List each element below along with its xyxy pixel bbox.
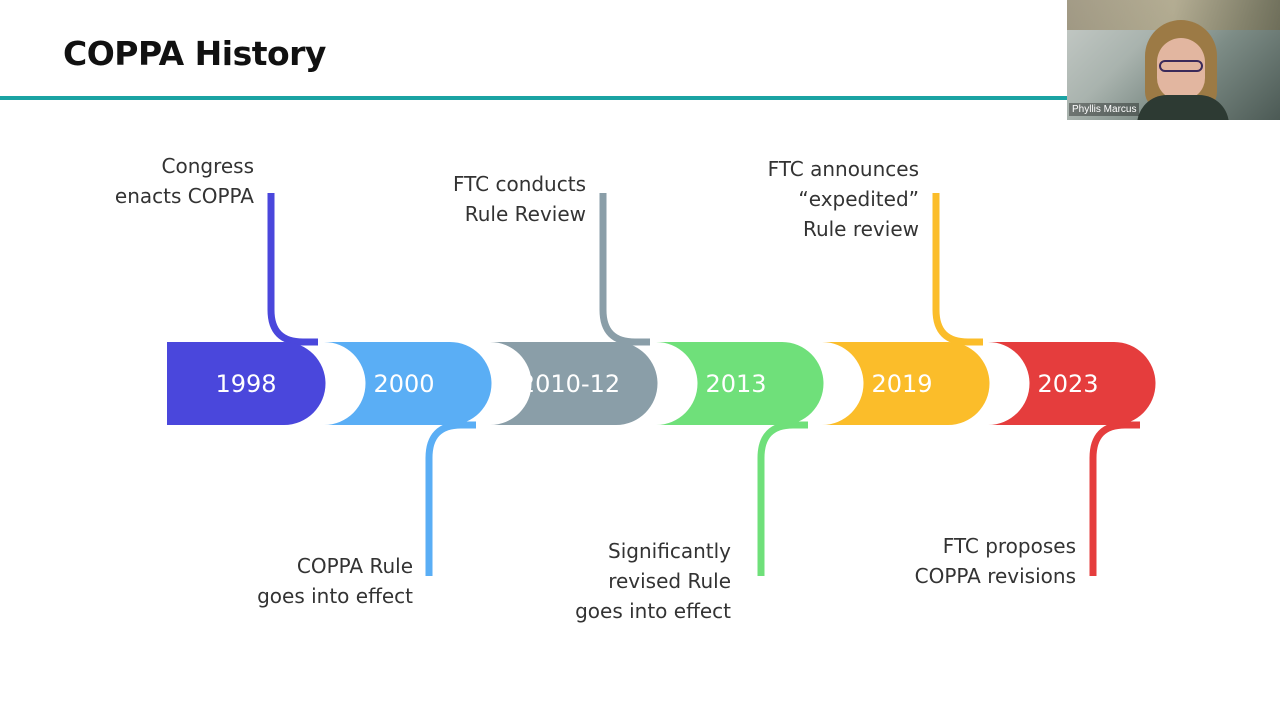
caption-line: revised Rule (608, 569, 731, 593)
caption-2019: FTC announces “expedited” Rule review (768, 154, 919, 244)
caption-line: goes into effect (575, 599, 731, 623)
caption-2010-12: FTC conducts Rule Review (453, 169, 586, 229)
caption-line: Significantly (608, 539, 731, 563)
connector-2013 (757, 421, 808, 576)
caption-line: enacts COPPA (114, 184, 254, 208)
caption-line: “expedited” (798, 187, 919, 211)
caption-line: FTC proposes (942, 534, 1076, 558)
connector-2010-12 (599, 193, 650, 346)
connector-2019 (932, 193, 983, 346)
caption-line: COPPA Rule (296, 554, 413, 578)
slide-title: COPPA History (63, 34, 326, 73)
segment-2013: 2013 (656, 342, 824, 425)
connector-2023 (1089, 421, 1140, 576)
caption-2013: Significantly revised Rule goes into eff… (575, 536, 731, 626)
year-label-1998: 1998 (215, 370, 276, 398)
segment-2019: 2019 (822, 342, 990, 425)
segment-2023: 2023 (988, 342, 1156, 425)
caption-line: goes into effect (257, 584, 413, 608)
year-label-2000: 2000 (373, 370, 434, 398)
year-label-2019: 2019 (871, 370, 932, 398)
year-label-2010-12: 2010-12 (520, 370, 620, 398)
caption-line: Congress (161, 154, 255, 178)
segment-2000: 2000 (324, 342, 492, 425)
participant-name-label: Phyllis Marcus (1069, 103, 1140, 116)
year-label-2013: 2013 (705, 370, 766, 398)
title-underline (0, 96, 1068, 100)
caption-line: COPPA revisions (914, 564, 1076, 588)
caption-line: FTC conducts (452, 172, 586, 196)
connector-1998 (267, 193, 318, 346)
caption-1998: Congress enacts COPPA (115, 151, 254, 211)
caption-2023: FTC proposes COPPA revisions (915, 531, 1076, 591)
caption-line: Rule review (802, 217, 919, 241)
segment-2010-12: 2010-12 (490, 342, 658, 425)
caption-2000: COPPA Rule goes into effect (257, 551, 413, 611)
participant-body (1137, 95, 1229, 120)
participant-glasses (1159, 60, 1203, 72)
caption-line: FTC announces (767, 157, 919, 181)
year-label-2023: 2023 (1037, 370, 1098, 398)
segment-1998: 1998 (167, 342, 326, 425)
participant-video-thumbnail[interactable]: Phyllis Marcus (1067, 0, 1280, 120)
caption-line: Rule Review (464, 202, 586, 226)
connector-2000 (425, 421, 476, 576)
